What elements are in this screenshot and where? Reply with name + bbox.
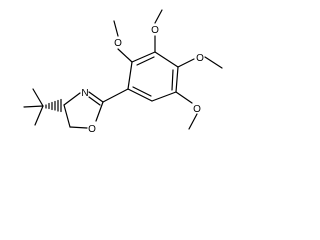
bond-ar6-ar1 [127,88,153,102]
stereo-hash-bond [45,98,62,113]
bond-o-methyl-3 [204,56,223,69]
bond-c5-o [69,126,88,129]
bond-c4-n [63,92,81,106]
bond-ar4-ar5 [175,66,179,93]
bond-n-c2-double [88,96,101,106]
atom-labels: O O O O N O [81,25,204,135]
bond-ar2-o [117,48,133,63]
bond-o-methyl-1 [113,20,119,37]
atom-methoxy-o-1: O [114,38,122,49]
bond-ar5-o [175,91,193,104]
bond-tbu-methyl-bottom [34,105,44,126]
bond-tbu-methyl-left [23,105,44,108]
atom-ring-nitrogen: N [81,88,88,99]
bonds [23,9,223,130]
bond-ar1-ar2 [127,61,133,90]
bond-c4-c5 [63,104,71,128]
molecule-structure: O O O O N O [23,9,223,135]
bond-ar-double-1 [136,56,155,66]
bond-c2-aryl [102,88,129,103]
bond-tbu-methyl-top [32,88,44,107]
atom-ring-oxygen: O [88,124,96,135]
bond-o-methyl-2 [154,9,163,24]
bond-ar2-ar3 [131,51,156,63]
bond-o-methyl-4 [188,113,198,130]
bond-ar5-ar6 [151,91,177,102]
atom-methoxy-o-3: O [196,53,204,64]
bond-ar3-ar4 [154,51,179,68]
bond-o-c2 [95,101,104,122]
atom-methoxy-o-2: O [151,25,159,36]
bond-ar4-o [177,58,195,68]
bond-n-c2 [88,91,104,103]
bond-ar-double-3 [132,86,152,97]
structure-canvas: O O O O N O [0,0,248,154]
atom-methoxy-o-4: O [193,104,201,115]
bond-ar-double-2 [171,69,174,91]
